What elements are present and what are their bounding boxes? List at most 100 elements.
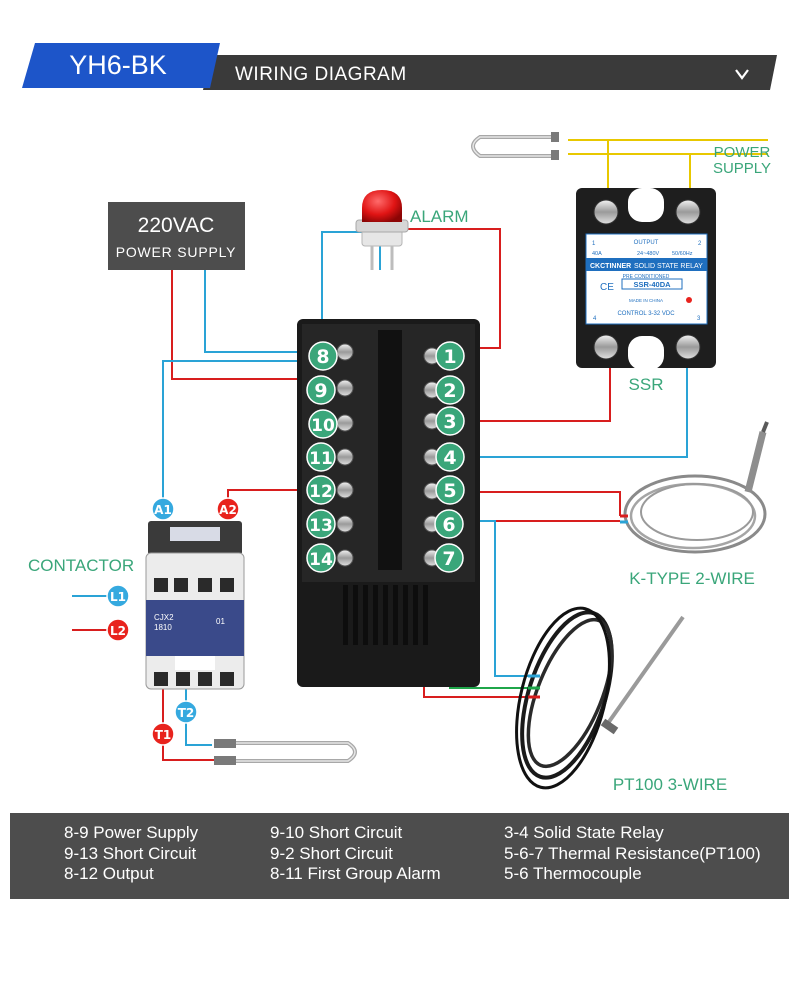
ssr-label-text: SSR bbox=[629, 375, 664, 394]
controller-divider bbox=[378, 330, 402, 570]
ssr-brand: CKCTINNER bbox=[590, 263, 631, 270]
ssr-terminal-4: 4 bbox=[593, 316, 597, 322]
terminal-9-label: 9 bbox=[314, 380, 327, 402]
terminal-7-badge bbox=[434, 543, 464, 573]
legend-item: 9-2 Short Circuit bbox=[270, 843, 393, 863]
wire-5-to-ktype bbox=[462, 491, 621, 516]
terminal-12-label: 12 bbox=[309, 482, 333, 502]
ssr-screw-2 bbox=[675, 199, 701, 225]
terminal-2-label: 2 bbox=[443, 380, 456, 402]
tag-a1-label: A1 bbox=[154, 503, 172, 517]
power-supply-background bbox=[108, 202, 245, 270]
terminal-14-label: 14 bbox=[309, 550, 333, 570]
ssr-label-band bbox=[586, 258, 707, 271]
power-voltage-label: 220VAC bbox=[138, 214, 215, 237]
terminal-10-badge bbox=[308, 409, 338, 439]
contactor-label: CONTACTOR bbox=[28, 556, 134, 575]
contactor-top-screws bbox=[154, 578, 234, 592]
legend-item: 9-13 Short Circuit bbox=[64, 843, 197, 863]
header-bar: YH6-BK WIRING DIAGRAM bbox=[22, 43, 777, 90]
legend-item: 5-6 Thermocouple bbox=[504, 864, 642, 883]
tag-t1-label: T1 bbox=[155, 728, 172, 742]
terminal-6-badge bbox=[434, 509, 464, 539]
ssr-type: SOLID STATE RELAY bbox=[634, 263, 703, 270]
alarm-label: ALARM bbox=[410, 207, 469, 226]
ssr-current: 40A bbox=[592, 251, 602, 257]
controller-vents bbox=[343, 585, 428, 645]
ssr-made: MADE IN CHINA bbox=[629, 298, 663, 303]
terminal-2-badge bbox=[435, 375, 465, 405]
tag-t1 bbox=[151, 722, 175, 746]
alarm-lamp-dome bbox=[362, 190, 402, 222]
contactor-window bbox=[175, 656, 215, 670]
heater-element-bottom bbox=[214, 739, 357, 765]
terminal-badges-left: 8 9 10 11 12 13 14 bbox=[306, 341, 338, 573]
ssr-voltage: 24~480V bbox=[637, 251, 660, 257]
legend-column-3: 3-4 Solid State Relay 5-6-7 Thermal Resi… bbox=[504, 823, 761, 885]
wire-ssr-to-3 bbox=[462, 362, 611, 422]
pt100-label: PT100 3-WIRE bbox=[613, 775, 727, 794]
terminal-1-label: 1 bbox=[443, 346, 456, 368]
heater-bottom-coil-shine bbox=[236, 742, 356, 762]
heater-top-terminal-2 bbox=[551, 150, 559, 160]
terminal-9-badge bbox=[306, 375, 336, 405]
terminal-13-badge bbox=[306, 509, 336, 539]
terminal-5-label: 5 bbox=[443, 480, 456, 502]
ssr-terminal-3: 3 bbox=[697, 316, 701, 322]
ktype-cable-coil-1 bbox=[623, 474, 767, 554]
ssr-power-label-line2: SUPPLY bbox=[713, 160, 771, 177]
ktype-cable-coil-3 bbox=[640, 483, 754, 541]
title-bar bbox=[203, 55, 777, 90]
contactor-no: 01 bbox=[216, 617, 225, 626]
power-supply-label: POWER SUPPLY bbox=[116, 244, 237, 260]
contactor-coil-label bbox=[170, 527, 220, 541]
heater-bottom-terminal-1 bbox=[214, 739, 236, 748]
legend-item: 8-9 Power Supply bbox=[64, 823, 199, 842]
terminal-badges-right: 1 2 3 4 5 6 7 bbox=[434, 341, 465, 573]
pt100-cable-coil-3 bbox=[515, 606, 611, 790]
legend-item: 8-11 First Group Alarm bbox=[270, 864, 441, 883]
legend-item: 5-6-7 Thermal Resistance(PT100) bbox=[504, 843, 761, 863]
model-name: YH6-BK bbox=[69, 50, 167, 80]
ssr-terminal-2: 2 bbox=[698, 241, 702, 247]
wire-12-to-a2 bbox=[227, 489, 312, 500]
heater-top-coil-shine bbox=[472, 136, 552, 157]
ssr-status-led bbox=[686, 297, 692, 303]
ssr-frequency: 50/60Hz bbox=[672, 251, 693, 257]
pt100-cable-coil-1 bbox=[520, 610, 614, 780]
k-type-thermocouple bbox=[620, 421, 769, 554]
terminal-7-label: 7 bbox=[442, 548, 455, 570]
terminal-8-label: 8 bbox=[316, 346, 329, 368]
wire-8-to-a1 bbox=[162, 360, 312, 498]
pt100-probe-body bbox=[604, 615, 685, 728]
ssr-output-label: OUTPUT bbox=[634, 240, 659, 246]
chevron-down-icon bbox=[735, 69, 749, 80]
wiring-legend: 8-9 Power Supply 9-13 Short Circuit 8-12… bbox=[10, 813, 789, 899]
legend-item: 3-4 Solid State Relay bbox=[504, 823, 664, 842]
terminal-12-badge bbox=[306, 475, 336, 505]
alarm-lamp bbox=[355, 190, 409, 270]
wire-supply-to-9 bbox=[171, 270, 320, 380]
legend-item: 8-12 Output bbox=[64, 864, 154, 883]
ktype-label: K-TYPE 2-WIRE bbox=[629, 569, 755, 588]
heater-top-coil bbox=[471, 135, 552, 158]
legend-column-1: 8-9 Power Supply 9-13 Short Circuit 8-12… bbox=[64, 823, 198, 885]
ssr-control: CONTROL 3-32 VDC bbox=[617, 311, 675, 317]
tag-t2 bbox=[174, 700, 198, 724]
heater-top-terminal-1 bbox=[551, 132, 559, 142]
ssr-power-label-line1: POWER bbox=[714, 144, 771, 161]
contactor-face bbox=[146, 600, 244, 656]
heater-bottom-terminal-2 bbox=[214, 756, 236, 765]
ssr-bottom-notch bbox=[628, 336, 664, 370]
heater-bottom-coil bbox=[236, 741, 357, 763]
contactor-model: CJX2 bbox=[154, 613, 174, 622]
contactor-code: 1810 bbox=[154, 623, 172, 632]
legend-item: 9-10 Short Circuit bbox=[270, 823, 403, 842]
legend-column-2: 9-10 Short Circuit 9-2 Short Circuit 8-1… bbox=[270, 823, 441, 885]
tag-l1-label: L1 bbox=[110, 590, 126, 604]
tag-l2-label: L2 bbox=[110, 624, 126, 638]
ssr-screw-4 bbox=[675, 334, 701, 360]
diagram-title: WIRING DIAGRAM bbox=[235, 64, 407, 85]
terminal-5-badge bbox=[435, 475, 465, 505]
solid-state-relay: 1 2 OUTPUT 40A 24~480V 50/60Hz CKCTINNER… bbox=[576, 188, 716, 370]
